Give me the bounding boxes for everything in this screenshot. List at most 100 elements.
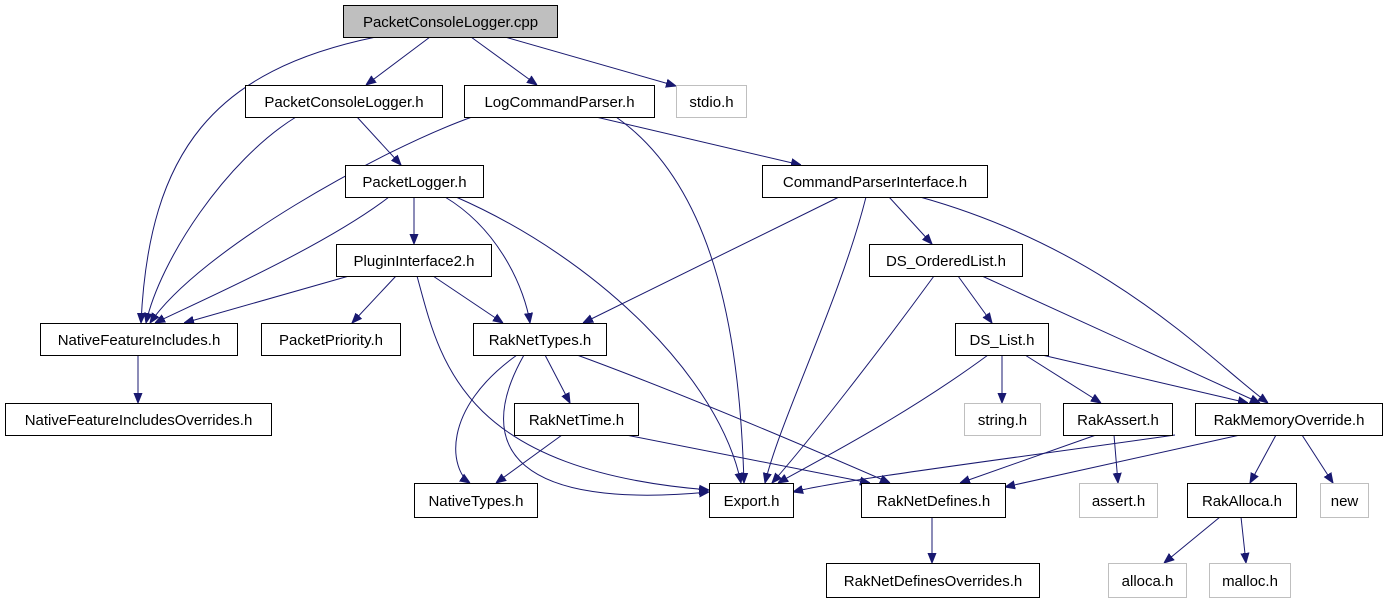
- edge-root-to-lcp_h: [470, 36, 537, 85]
- edge-dsol_h-to-dsl_h: [957, 275, 992, 323]
- edge-dsol_h-to-export_h: [772, 275, 935, 483]
- node-label: PacketConsoleLogger.cpp: [363, 14, 538, 31]
- node-dsl-h[interactable]: DS_List.h: [955, 323, 1049, 356]
- node-rnd-h[interactable]: RakNetDefines.h: [861, 483, 1006, 518]
- node-box: [336, 244, 492, 277]
- edge-ralloca_h-to-malloc_h: [1241, 516, 1246, 563]
- edge-lcp_h-to-nfi_h: [150, 116, 473, 323]
- edge-pl_h-to-rnt_h: [444, 196, 530, 323]
- edge-rnt_h-to-rntime_h: [544, 354, 570, 403]
- edge-root-to-nfi_h: [141, 36, 377, 323]
- node-box: [473, 323, 607, 356]
- edge-root-to-pcl_h: [366, 36, 431, 85]
- edge-rntime_h-to-rnd_h: [625, 434, 870, 483]
- node-rndo-h[interactable]: RakNetDefinesOverrides.h: [826, 563, 1040, 598]
- node-nt-h[interactable]: NativeTypes.h: [414, 483, 538, 518]
- edge-pi2_h-to-export_h: [416, 275, 709, 490]
- node-pcl-h[interactable]: PacketConsoleLogger.h: [245, 85, 443, 118]
- edge-pcl_h-to-pl_h: [356, 116, 401, 165]
- node-box: [1079, 483, 1158, 518]
- node-box: [343, 5, 558, 38]
- node-label: alloca.h: [1122, 573, 1174, 590]
- node-pl-h[interactable]: PacketLogger.h: [345, 165, 484, 198]
- node-box: [1209, 563, 1291, 598]
- node-box: [5, 403, 272, 436]
- edge-lcp_h-to-export_h: [615, 116, 744, 483]
- node-stdio-h: stdio.h: [676, 85, 747, 118]
- edge-cpi_h-to-rnt_h: [583, 196, 840, 323]
- node-rntime-h[interactable]: RakNetTime.h: [514, 403, 639, 436]
- node-box: [245, 85, 443, 118]
- edge-cpi_h-to-rmo_h: [919, 196, 1268, 403]
- edge-pi2_h-to-nfi_h: [184, 275, 350, 323]
- edge-dsl_h-to-export_h: [778, 354, 989, 483]
- node-root[interactable]: PacketConsoleLogger.cpp: [343, 5, 558, 38]
- node-box: [464, 85, 655, 118]
- node-nfi-h[interactable]: NativeFeatureIncludes.h: [40, 323, 238, 356]
- edge-pl_h-to-nfi_h: [155, 196, 390, 323]
- node-label: RakNetDefines.h: [877, 493, 990, 510]
- edge-pi2_h-to-rnt_h: [432, 275, 503, 323]
- edge-ra_h-to-rnd_h: [960, 434, 1097, 483]
- node-rmo-h[interactable]: RakMemoryOverride.h: [1195, 403, 1383, 436]
- node-label: malloc.h: [1222, 573, 1278, 590]
- node-label: stdio.h: [689, 94, 733, 111]
- node-alloca-h: alloca.h: [1108, 563, 1187, 598]
- node-box: [1063, 403, 1173, 436]
- edge-rnt_h-to-nt_h: [455, 354, 518, 483]
- edge-lcp_h-to-cpi_h: [595, 116, 801, 165]
- node-label: PacketConsoleLogger.h: [264, 94, 423, 111]
- node-label: RakAlloca.h: [1202, 493, 1282, 510]
- node-label: NativeFeatureIncludes.h: [58, 332, 221, 349]
- node-box: [1195, 403, 1383, 436]
- node-nfio-h[interactable]: NativeFeatureIncludesOverrides.h: [5, 403, 272, 436]
- node-cpi-h[interactable]: CommandParserInterface.h: [762, 165, 988, 198]
- edge-rnt_h-to-rnd_h: [576, 354, 890, 483]
- node-ra-h[interactable]: RakAssert.h: [1063, 403, 1173, 436]
- edge-ralloca_h-to-alloca_h: [1164, 516, 1221, 563]
- node-box: [1187, 483, 1297, 518]
- edge-rntime_h-to-nt_h: [496, 434, 563, 483]
- node-dsol-h[interactable]: DS_OrderedList.h: [869, 244, 1023, 277]
- node-box: [955, 323, 1049, 356]
- node-label: RakAssert.h: [1077, 412, 1159, 429]
- edge-dsol_h-to-rmo_h: [981, 275, 1260, 403]
- node-label: PluginInterface2.h: [354, 253, 475, 270]
- node-label: string.h: [978, 412, 1027, 429]
- edge-root-to-stdio_h: [504, 36, 676, 86]
- node-lcp-h[interactable]: LogCommandParser.h: [464, 85, 655, 118]
- edge-layer: [138, 36, 1333, 563]
- node-box: [869, 244, 1023, 277]
- edge-rmo_h-to-new: [1301, 434, 1333, 483]
- edge-dsl_h-to-rmo_h: [1041, 354, 1248, 403]
- node-box: [861, 483, 1006, 518]
- node-box: [1320, 483, 1369, 518]
- node-new: new: [1320, 483, 1369, 518]
- node-pi2-h[interactable]: PluginInterface2.h: [336, 244, 492, 277]
- node-label: LogCommandParser.h: [484, 94, 634, 111]
- node-box: [414, 483, 538, 518]
- edge-rnt_h-to-export_h: [503, 354, 709, 495]
- node-box: [345, 165, 484, 198]
- node-label: RakNetTypes.h: [489, 332, 592, 349]
- node-box: [261, 323, 401, 356]
- edge-rmo_h-to-rnd_h: [1005, 434, 1241, 487]
- node-string-h: string.h: [964, 403, 1041, 436]
- node-export-h[interactable]: Export.h: [709, 483, 794, 518]
- edge-rmo_h-to-export_h: [793, 434, 1176, 492]
- node-label: DS_List.h: [969, 332, 1034, 349]
- node-label: DS_OrderedList.h: [886, 253, 1006, 270]
- node-pp-h[interactable]: PacketPriority.h: [261, 323, 401, 356]
- node-label: RakNetTime.h: [529, 412, 624, 429]
- node-box: [762, 165, 988, 198]
- node-label: RakNetDefinesOverrides.h: [844, 573, 1022, 590]
- node-box: [1108, 563, 1187, 598]
- node-ralloca-h[interactable]: RakAlloca.h: [1187, 483, 1297, 518]
- node-rnt-h[interactable]: RakNetTypes.h: [473, 323, 607, 356]
- node-assert-h: assert.h: [1079, 483, 1158, 518]
- edge-cpi_h-to-dsol_h: [888, 196, 932, 244]
- node-box: [964, 403, 1041, 436]
- node-malloc-h: malloc.h: [1209, 563, 1291, 598]
- edge-rmo_h-to-ralloca_h: [1250, 434, 1277, 483]
- node-label: PacketLogger.h: [362, 174, 466, 191]
